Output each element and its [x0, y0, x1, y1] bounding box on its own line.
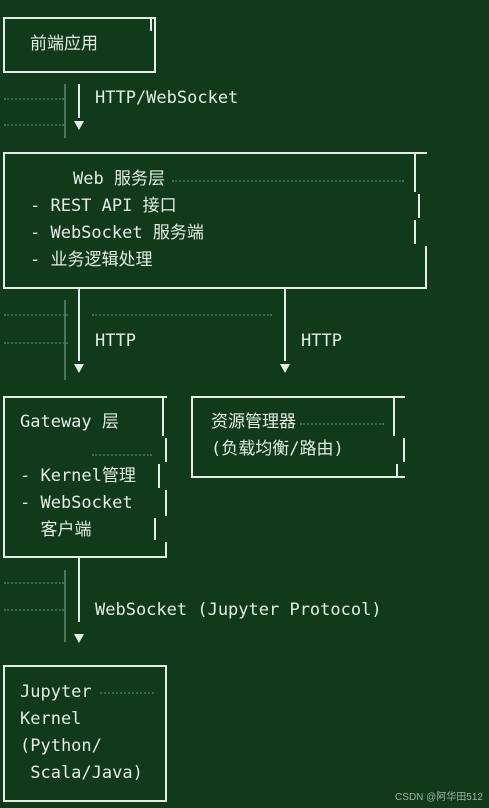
connector-gateway-kernel — [78, 558, 80, 622]
box-edge — [425, 246, 427, 288]
frontend-box — [3, 17, 156, 73]
dotted-guide — [100, 692, 154, 694]
arrow-down-icon — [74, 121, 84, 130]
box-edge — [418, 194, 420, 218]
box-edge — [165, 542, 167, 558]
connector-web-resource — [284, 289, 286, 361]
box-edge — [165, 438, 167, 462]
arrow-down-icon — [280, 364, 290, 373]
gateway-item: - WebSocket — [20, 493, 133, 513]
gateway-item: - Kernel管理 — [20, 466, 136, 486]
connector-frontend-web — [78, 84, 80, 118]
resource-manager-title: 资源管理器 — [211, 412, 296, 432]
dotted-guide — [4, 98, 64, 100]
box-edge — [403, 438, 405, 462]
watermark: CSDN @阿华田512 — [395, 792, 483, 803]
web-layer-box — [3, 152, 427, 289]
dotted-guide — [300, 423, 384, 425]
kernel-line: (Python/ — [20, 736, 102, 756]
kernel-line: Scala/Java) — [20, 763, 143, 783]
dotted-guide — [92, 314, 272, 316]
dotted-guide — [4, 124, 64, 126]
web-layer-item: - 业务逻辑处理 — [30, 250, 153, 270]
link-gateway-kernel-label: WebSocket (Jupyter Protocol) — [95, 600, 382, 620]
link-web-resource-label: HTTP — [301, 331, 342, 351]
box-edge — [158, 464, 160, 488]
connector-shadow — [64, 300, 66, 380]
box-edge — [414, 152, 416, 192]
box-edge — [162, 396, 164, 436]
resource-manager-subtitle: (负载均衡/路由) — [211, 439, 344, 459]
box-edge — [165, 490, 167, 516]
dotted-guide — [4, 314, 68, 316]
dotted-guide — [4, 582, 64, 584]
dotted-guide — [92, 454, 152, 456]
web-layer-item: - WebSocket 服务端 — [30, 223, 204, 243]
gateway-title: Gateway 层 — [20, 412, 119, 432]
box-edge — [393, 396, 395, 436]
resource-manager-box — [191, 396, 405, 478]
box-edge — [414, 220, 416, 244]
web-layer-item: - REST API 接口 — [30, 196, 177, 216]
kernel-box — [3, 665, 167, 802]
link-frontend-web-label: HTTP/WebSocket — [95, 88, 239, 108]
web-layer-title: Web 服务层 — [73, 169, 165, 189]
kernel-line: Jupyter — [20, 682, 92, 702]
dotted-guide — [4, 609, 64, 611]
gateway-item: 客户端 — [20, 520, 92, 540]
frontend-label: 前端应用 — [30, 34, 98, 54]
box-edge — [396, 464, 398, 478]
connector-web-gateway — [78, 289, 80, 361]
link-web-gateway-label: HTTP — [95, 331, 136, 351]
arrow-down-icon — [74, 364, 84, 373]
dotted-guide — [4, 342, 68, 344]
dotted-guide — [172, 180, 404, 182]
gateway-box — [3, 396, 167, 558]
connector-shadow — [64, 84, 66, 138]
kernel-line: Kernel — [20, 709, 82, 729]
box-edge — [150, 17, 152, 31]
connector-shadow — [64, 570, 66, 642]
box-edge — [154, 518, 156, 540]
arrow-down-icon — [74, 634, 84, 643]
